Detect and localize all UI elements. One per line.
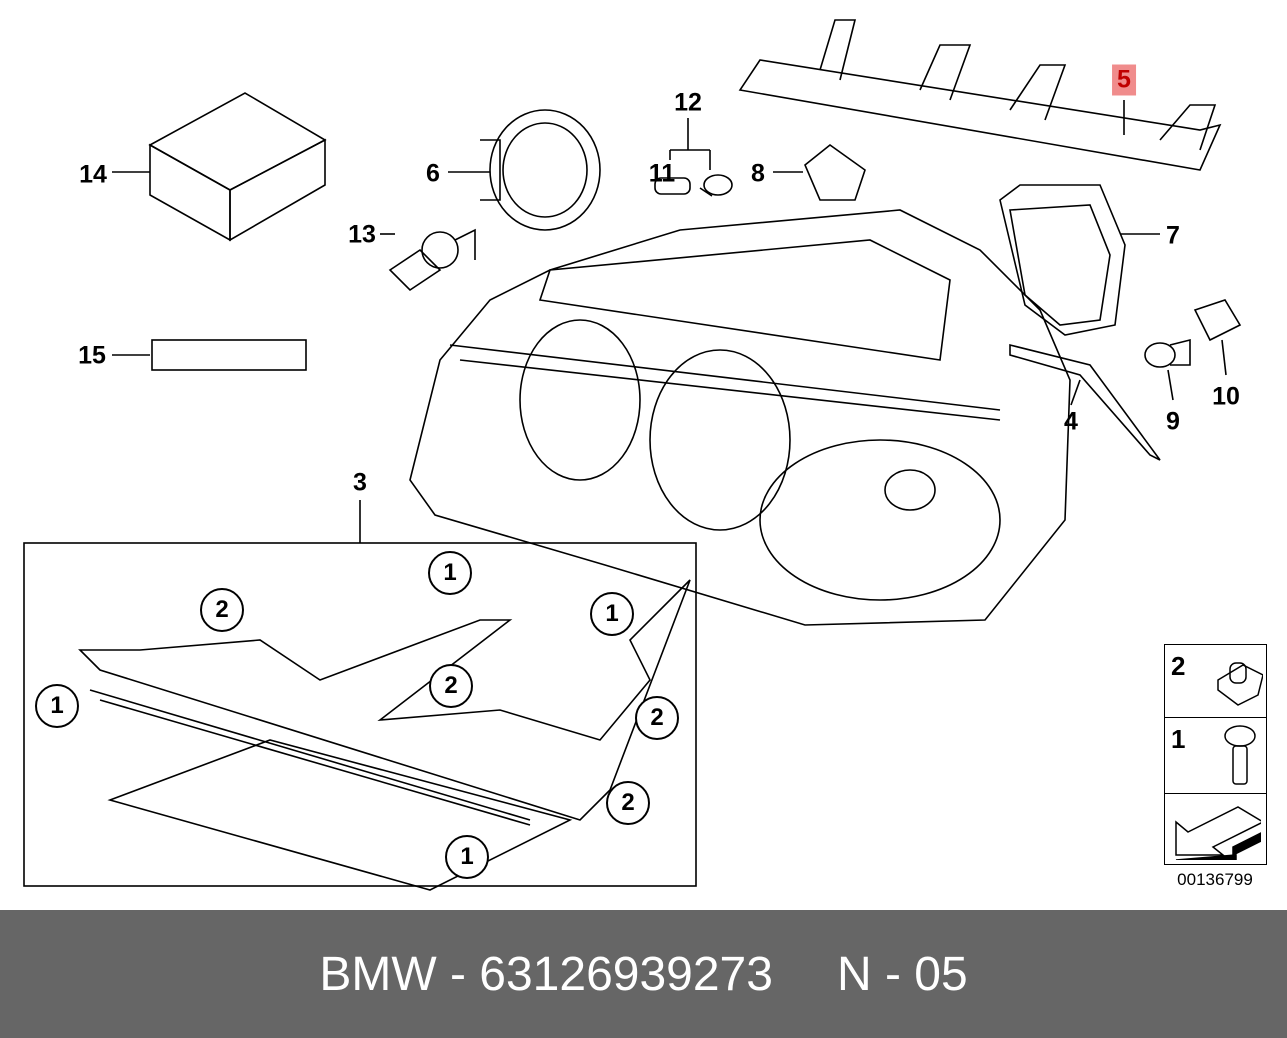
callout-4: 4 xyxy=(1064,407,1078,436)
callout-8: 8 xyxy=(751,159,765,188)
legend-number: 2 xyxy=(1171,651,1186,681)
page-ref-text: N - 05 xyxy=(836,947,968,1001)
part-3-bracket xyxy=(78,579,691,891)
detail-callout: 1 xyxy=(35,684,79,728)
detail-callout: 2 xyxy=(200,588,244,632)
callout-5-highlighted[interactable]: 5 xyxy=(1112,64,1136,96)
part-11-12-bulbs xyxy=(654,174,733,197)
part-9-10-bulbs xyxy=(1144,299,1242,368)
headlight-parts-drawing xyxy=(23,19,1242,891)
callout-12: 12 xyxy=(674,88,702,117)
part-7-cover xyxy=(999,184,1126,336)
detail-box-3 xyxy=(23,542,697,887)
part-15-label xyxy=(151,339,307,371)
leader-lines xyxy=(112,100,1227,543)
diagram-code: 00136799 xyxy=(1177,870,1253,889)
part-number-text: BMW - 63126939273 xyxy=(319,947,773,1001)
part-13-bulb xyxy=(388,228,476,292)
detail-callout: 2 xyxy=(606,781,650,825)
callout-6: 6 xyxy=(426,159,440,188)
detail-callout: 1 xyxy=(590,592,634,636)
headlight-housing xyxy=(409,209,1071,626)
footer-bar: BMW - 63126939273 N - 05 xyxy=(0,910,1287,1038)
callout-9: 9 xyxy=(1166,407,1180,436)
legend-number: 1 xyxy=(1171,724,1186,754)
arrow-icon xyxy=(1175,806,1261,860)
callout-15: 15 xyxy=(78,341,106,370)
part-14-box xyxy=(148,92,327,242)
callout-3: 3 xyxy=(353,468,367,497)
detail-callout: 2 xyxy=(429,664,473,708)
detail-callout: 2 xyxy=(635,696,679,740)
legend-row-screw: 1 xyxy=(1165,718,1266,794)
part-5-strip xyxy=(738,19,1222,171)
part-6-ring xyxy=(480,109,601,231)
callout-10: 10 xyxy=(1212,382,1240,411)
part-4-trim xyxy=(1009,343,1161,461)
callout-11: 11 xyxy=(648,159,676,188)
legend-row-arrow xyxy=(1165,794,1266,864)
legend-row-clip-nut: 2 xyxy=(1165,645,1266,718)
callout-13: 13 xyxy=(348,220,376,249)
screw-icon xyxy=(1224,725,1256,785)
detail-callout: 1 xyxy=(445,835,489,879)
callout-14: 14 xyxy=(79,160,107,189)
fastener-legend: 2 1 xyxy=(1164,644,1267,865)
callout-7: 7 xyxy=(1166,221,1180,250)
part-8-motor xyxy=(804,143,866,201)
clip-nut-icon xyxy=(1217,662,1263,706)
detail-callout: 1 xyxy=(428,551,472,595)
